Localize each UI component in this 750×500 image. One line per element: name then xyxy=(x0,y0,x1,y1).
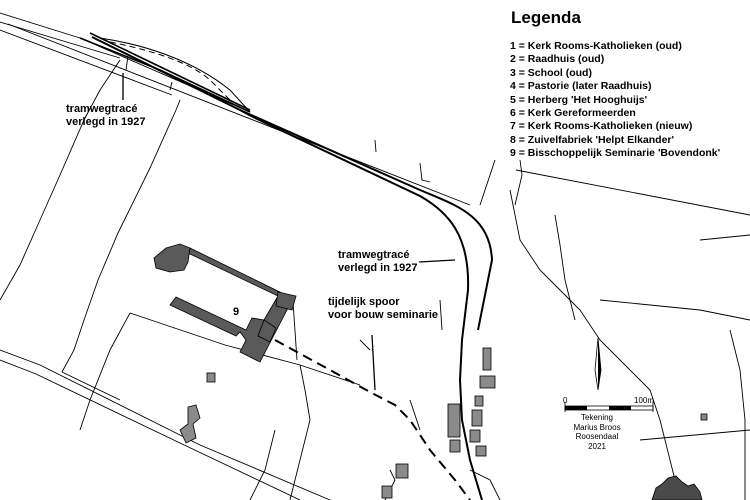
legend-item: 1 = Kerk Rooms-Katholieken (oud) xyxy=(510,40,682,52)
tram-label-left-line1: tramwegtracé xyxy=(66,103,138,115)
temporary-railway-label: tijdelijk spoor voor bouw seminarie xyxy=(328,296,438,322)
legend-title: Legenda xyxy=(511,8,581,27)
credit-line1: Tekening xyxy=(580,413,614,422)
north-arrow-icon xyxy=(594,337,602,391)
tram-label-right-line2: verlegd in 1927 xyxy=(338,262,418,274)
credit-line2: Marius Broos xyxy=(573,422,621,432)
temporary-railway-label-line1: tijdelijk spoor xyxy=(328,296,400,308)
building-number-label: 9 xyxy=(233,306,240,318)
old-tram-route xyxy=(99,37,251,113)
church-building xyxy=(651,475,703,500)
other-buildings xyxy=(179,347,708,499)
scale-start-label: 0 xyxy=(563,396,568,405)
tram-label-right: tramwegtracé verlegd in 1927 xyxy=(338,249,418,275)
credit-line3: Roosendaal xyxy=(575,432,619,441)
tram-track xyxy=(91,36,494,500)
scale-bar xyxy=(564,402,654,412)
credit-line4: 2021 xyxy=(588,441,606,451)
seminary-building xyxy=(153,243,297,363)
tram-label-left-line2: verlegd in 1927 xyxy=(66,116,146,128)
legend-item: 8 = Zuivelfabriek 'Helpt Elkander' xyxy=(510,133,675,146)
parcel-lines xyxy=(0,12,750,500)
legend-item: 4 = Pastorie (later Raadhuis) xyxy=(510,80,652,93)
temporary-railway-label-line2: voor bouw seminarie xyxy=(328,309,439,321)
tram-label-right-line1: tramwegtracé xyxy=(338,249,410,261)
legend-item: 9 = Bisschoppelijk Seminarie 'Bovendonk' xyxy=(510,147,721,160)
tram-label-left: tramwegtracé verlegd in 1927 xyxy=(66,103,146,129)
legend-list: 1 = Kerk Rooms-Katholieken (oud) 2 = Raa… xyxy=(510,40,720,161)
legend-item: 3 = School (oud) xyxy=(510,66,592,79)
temporary-railway xyxy=(274,339,471,500)
legend-item: 6 = Kerk Gereformeerden xyxy=(510,107,636,120)
map-credit: Tekening Marius Broos Roosendaal 2021 xyxy=(562,413,632,451)
scale-end-label: 100m xyxy=(634,396,655,405)
legend-item: 7 = Kerk Rooms-Katholieken (nieuw) xyxy=(510,120,693,133)
legend-item: 2 = Raadhuis (oud) xyxy=(510,53,605,66)
legend-item: 5 = Herberg 'Het Hooghuijs' xyxy=(510,93,648,106)
leader-lines xyxy=(122,73,456,391)
